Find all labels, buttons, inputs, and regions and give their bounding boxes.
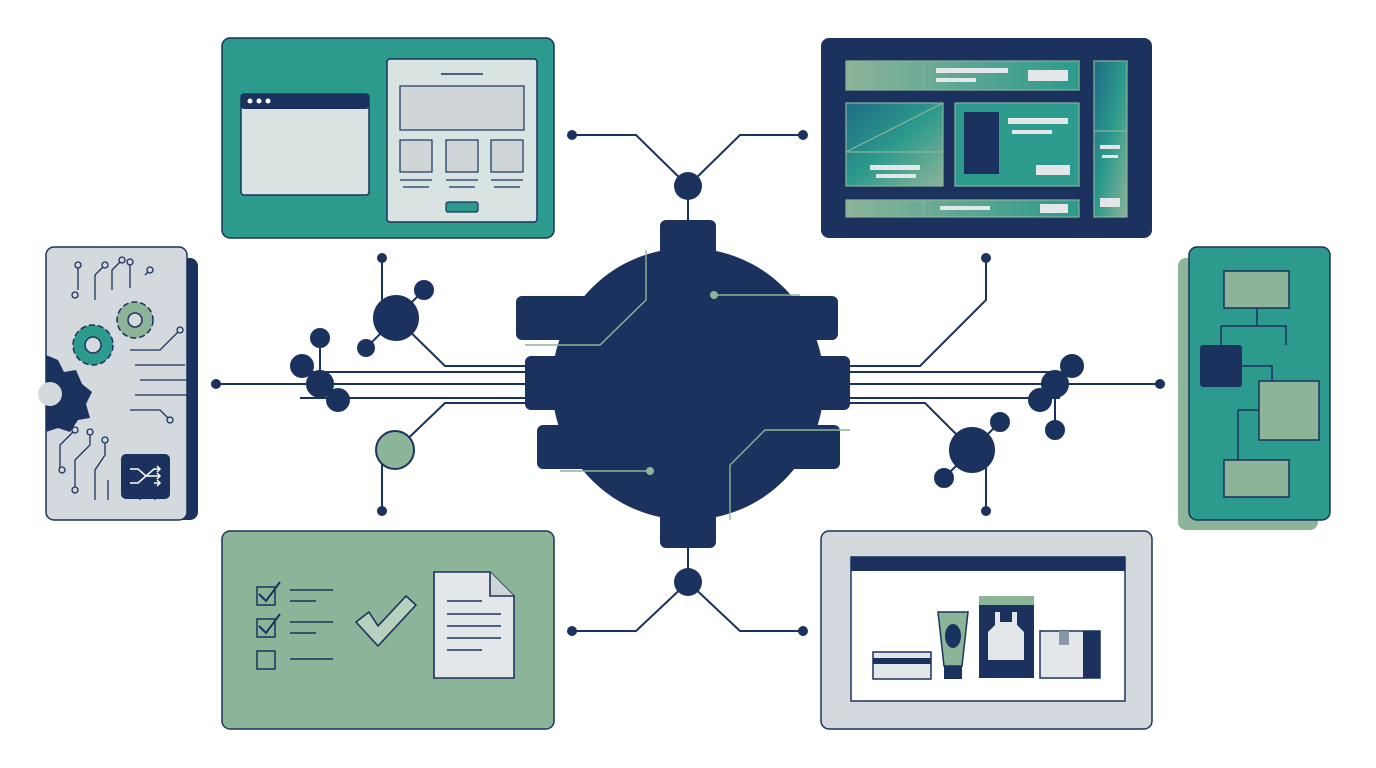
connector-left-molecule-bottom [395,402,535,451]
molecule-left-top [357,280,434,357]
hub-pin-left-1 [516,296,606,340]
panel-circuit-gears [38,246,198,521]
molecule-left-bottom [375,430,415,470]
endpoint-dot [377,253,387,263]
central-hub [516,220,850,548]
hub-pin-left-3 [537,425,627,469]
endpoint-dot [567,626,577,636]
endpoint-dot [981,506,991,516]
endpoint-dot [981,253,991,263]
connector-right-stub-top [840,258,987,367]
connector-lines [216,134,1160,632]
endpoint-dot [211,379,221,389]
box-product-icon [1039,630,1101,679]
connector-bottom-left [572,581,689,632]
molecule-right-bottom [934,412,1010,488]
dashboard-layout-icon [845,60,1128,218]
gears-circuit-icon [38,256,187,500]
hub-tab-bottom [660,478,716,548]
merge-arrows-icon [121,454,170,499]
card-product-icon [872,651,932,680]
hub-pin-right-1 [748,296,838,340]
endpoint-dot [798,130,808,140]
hub-tab-top [660,220,716,290]
molecule-right-mid [1028,354,1084,440]
hub-pin-left-2 [525,356,615,410]
browser-wireframe-icon [240,93,370,196]
panel-checklist [221,530,555,730]
document-icon [433,571,515,679]
gear-icon [116,301,154,339]
connector-bottom-right [687,581,803,632]
product-catalog-icon [850,556,1126,702]
gear-icon [72,324,114,366]
connector-top-left [572,134,689,187]
connector-top-right [687,134,803,187]
junction-node-bottom [674,568,702,596]
endpoint-dot [567,130,577,140]
molecule-left-mid [290,328,350,412]
hub-pin-right-3 [750,425,840,469]
flowchart-icon [1200,270,1320,498]
endpoint-dot [377,506,387,516]
hub-traces [525,250,850,520]
hub-pin-right-2 [760,356,850,410]
panel-flowchart [1178,246,1331,530]
tube-product-icon [937,611,969,679]
junction-node-top [674,172,702,200]
hub-trace-dots [646,291,718,475]
panel-products [820,530,1153,730]
panel-dashboard [821,38,1152,238]
checklist-icon [256,581,333,670]
endpoint-dot [798,626,808,636]
gear-icon [38,355,92,432]
jar-product-icon [979,596,1034,678]
checkmark-icon [355,595,417,647]
endpoint-dot [1155,379,1165,389]
page-wireframe-icon [386,58,538,223]
endpoint-dots [211,130,1165,636]
panel-web-layout [221,37,555,239]
